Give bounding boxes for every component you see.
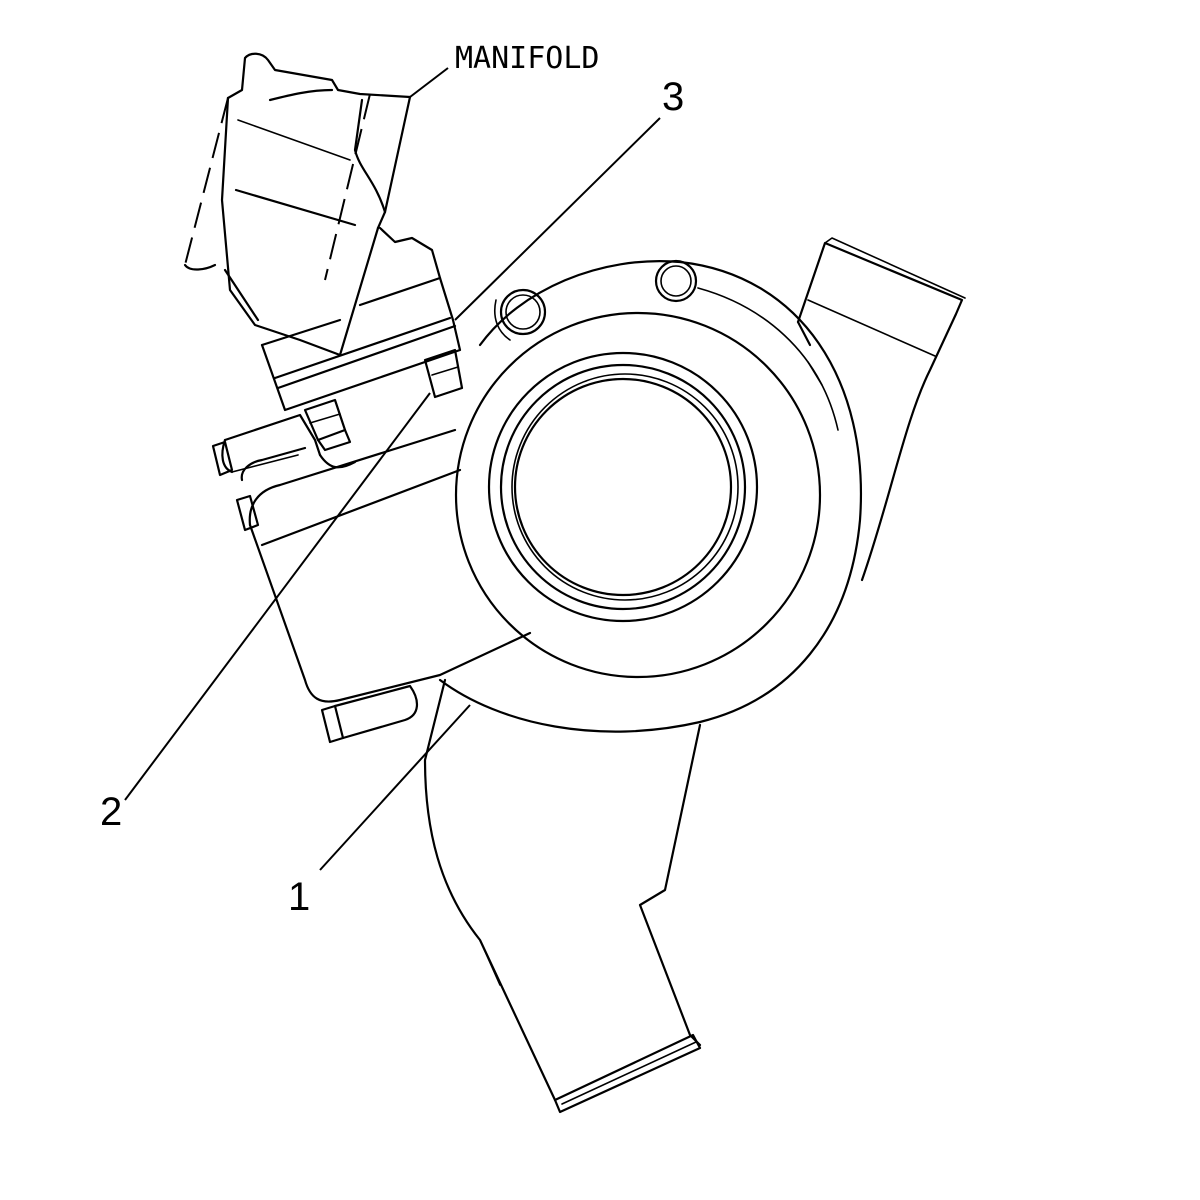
leader-2: [124, 392, 431, 801]
leader-lines: [124, 67, 661, 871]
leader-3: [454, 117, 661, 321]
turbine-housing: [211, 413, 532, 744]
manifold-label: MANIFOLD: [455, 41, 600, 76]
compressor-housing: [438, 259, 863, 733]
exhaust-manifold: [183, 52, 412, 357]
exhaust-outlet-elbow: [423, 678, 702, 1114]
callout-2: 2: [100, 790, 122, 834]
flange-gasket-assembly: [260, 226, 464, 452]
leader-manifold: [409, 67, 449, 98]
leader-1: [319, 704, 471, 871]
callout-3: 3: [662, 75, 684, 119]
compressor-outlet-pipe: [796, 237, 966, 582]
callout-1: 1: [288, 875, 310, 919]
